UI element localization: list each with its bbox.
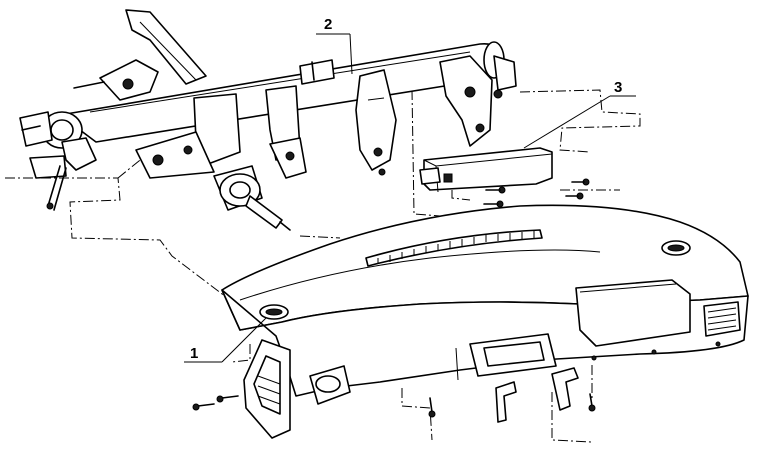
callout-3-label: 3	[614, 79, 622, 96]
control-module	[419, 147, 590, 208]
callout-1: 1	[184, 317, 267, 363]
callout-2-label: 2	[324, 16, 332, 33]
callout-1-label: 1	[190, 345, 198, 362]
callout-3: 3	[523, 79, 636, 149]
lower-brackets	[192, 367, 596, 423]
assembly-guide-lines	[5, 89, 641, 443]
callout-2: 2	[316, 16, 353, 75]
cross-car-beam	[19, 9, 517, 231]
instrument-panel	[221, 204, 749, 439]
